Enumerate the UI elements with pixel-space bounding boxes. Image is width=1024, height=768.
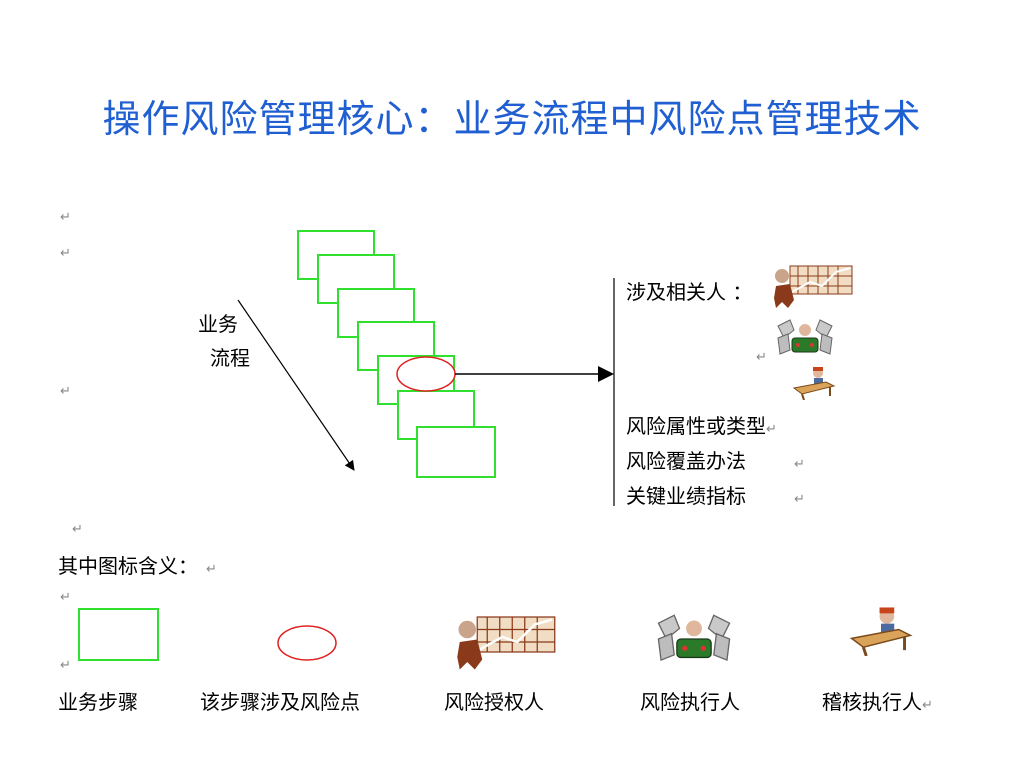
return-mark: ↵ — [60, 658, 71, 673]
authorizer-legend-icon — [457, 616, 556, 670]
auditor-icon — [792, 367, 836, 400]
auditor-legend-icon — [849, 607, 913, 656]
page-title: 操作风险管理核心：业务流程中风险点管理技术 — [102, 97, 922, 141]
executor-icon — [777, 319, 833, 355]
legend-label-risk-point: 该步骤涉及风险点 — [200, 690, 360, 714]
attribute-item: 风险覆盖办法↵ — [626, 449, 805, 473]
return-mark: ↵ — [756, 350, 767, 365]
executor-legend-icon — [657, 614, 731, 662]
authorizer-icon — [774, 265, 853, 308]
flow-arrow — [237, 299, 355, 471]
involved-label: 涉及相关人 ： — [626, 280, 753, 304]
step-box — [416, 426, 496, 478]
attribute-item: 关键业绩指标↵ — [626, 484, 805, 508]
legend-step-box — [78, 608, 159, 661]
return-mark: ↵ — [60, 210, 71, 225]
flow-label-line1: 业务 — [198, 312, 238, 336]
legend-heading: 其中图标含义：↵ — [58, 554, 217, 578]
legend-ellipse — [277, 625, 337, 661]
legend-label-auditor: 稽核执行人↵ — [822, 690, 933, 714]
return-mark: ↵ — [60, 384, 71, 399]
legend-label-executor: 风险执行人 — [640, 690, 740, 714]
legend-label-step: 业务步骤 — [58, 690, 138, 714]
return-mark: ↵ — [72, 522, 83, 537]
return-mark: ↵ — [60, 590, 71, 605]
legend-label-authorizer: 风险授权人 — [444, 690, 544, 714]
attribute-item: 风险属性或类型↵ — [626, 414, 777, 438]
flow-label-line2: 流程 — [210, 346, 250, 370]
return-mark: ↵ — [60, 246, 71, 261]
risk-connector-arrowhead — [598, 366, 614, 382]
risk-point-ellipse — [396, 356, 456, 392]
